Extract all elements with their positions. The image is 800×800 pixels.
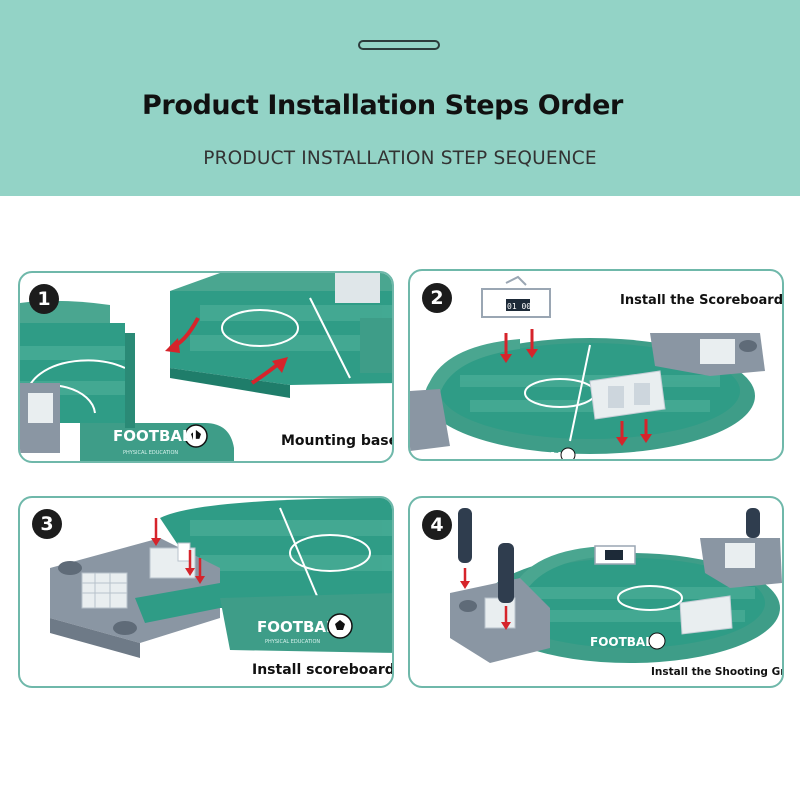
step-3-illustration: FOOTBALL PHYSICAL EDUCATION [50, 498, 392, 658]
step-3-caption: Install scoreboard [252, 662, 394, 678]
step-4-caption: Install the Shooting Grip [651, 666, 784, 678]
step-4-panel: FOOTBALL 4 Install the Shooting Grip [408, 496, 784, 688]
step-4-badge: 4 [422, 510, 452, 540]
header-banner: Product Installation Steps Order PRODUCT… [0, 0, 800, 196]
step-3-badge: 3 [32, 509, 62, 539]
step-2-illustration: 01 00 FOOTBALL [410, 275, 765, 461]
scoreboard-digits: 01 00 [507, 302, 531, 311]
pill-decoration [358, 40, 440, 50]
step-2-caption: Install the Scoreboard [620, 293, 784, 308]
step-1-panel: FOOTBALL PHYSICAL EDUCATION 1 Mounting b… [18, 271, 394, 463]
brand-logo-text: FOOTBALL [257, 618, 346, 636]
brand-logo-text: FOOTBALL [502, 450, 573, 461]
step-1-caption: Mounting base [281, 433, 394, 449]
page-subtitle: PRODUCT INSTALLATION STEP SEQUENCE [203, 148, 597, 169]
step-1-badge: 1 [29, 284, 59, 314]
step-2-panel: 01 00 FOOTBALL 2 Install the Scoreboard [408, 269, 784, 461]
step-4-illustration: FOOTBALL [450, 508, 782, 663]
page-title: Product Installation Steps Order [142, 90, 623, 121]
step-1-illustration: FOOTBALL PHYSICAL EDUCATION [20, 273, 392, 461]
brand-logo-text: FOOTBALL [590, 635, 661, 649]
brand-tagline: PHYSICAL EDUCATION [123, 450, 178, 456]
step-3-panel: FOOTBALL PHYSICAL EDUCATION 3 Install sc… [18, 496, 394, 688]
brand-logo-text: FOOTBALL [113, 427, 202, 445]
step-2-badge: 2 [422, 283, 452, 313]
brand-tagline: PHYSICAL EDUCATION [265, 639, 320, 645]
